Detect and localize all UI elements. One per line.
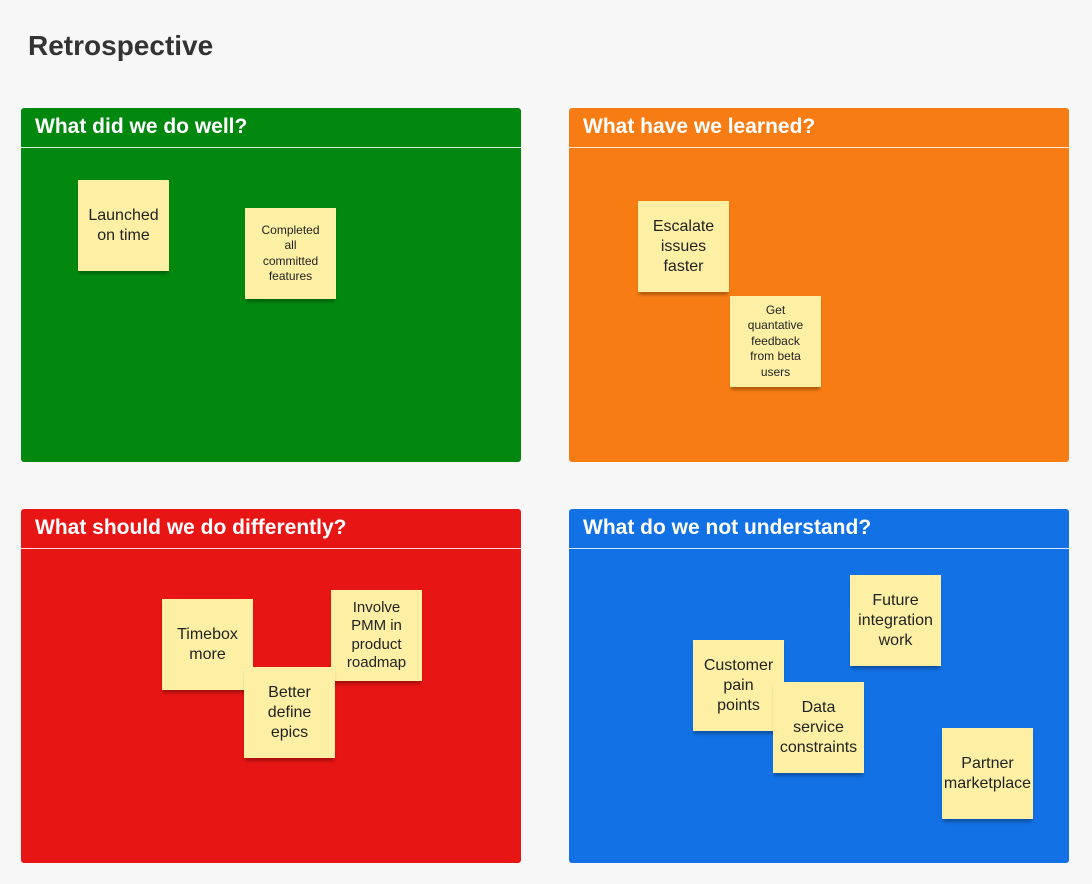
panel-header: What did we do well?: [21, 108, 521, 148]
panel-title[interactable]: What should we do differently?: [35, 516, 347, 539]
page-title: Retrospective: [28, 30, 214, 61]
panel-header: What have we learned?: [569, 108, 1069, 148]
panel-title[interactable]: What did we do well?: [35, 115, 248, 138]
panel-header: What should we do differently?: [21, 509, 521, 549]
panel-title[interactable]: What do we not understand?: [583, 516, 872, 539]
panel-title[interactable]: What have we learned?: [583, 115, 816, 138]
panel-header: What do we not understand?: [569, 509, 1069, 549]
